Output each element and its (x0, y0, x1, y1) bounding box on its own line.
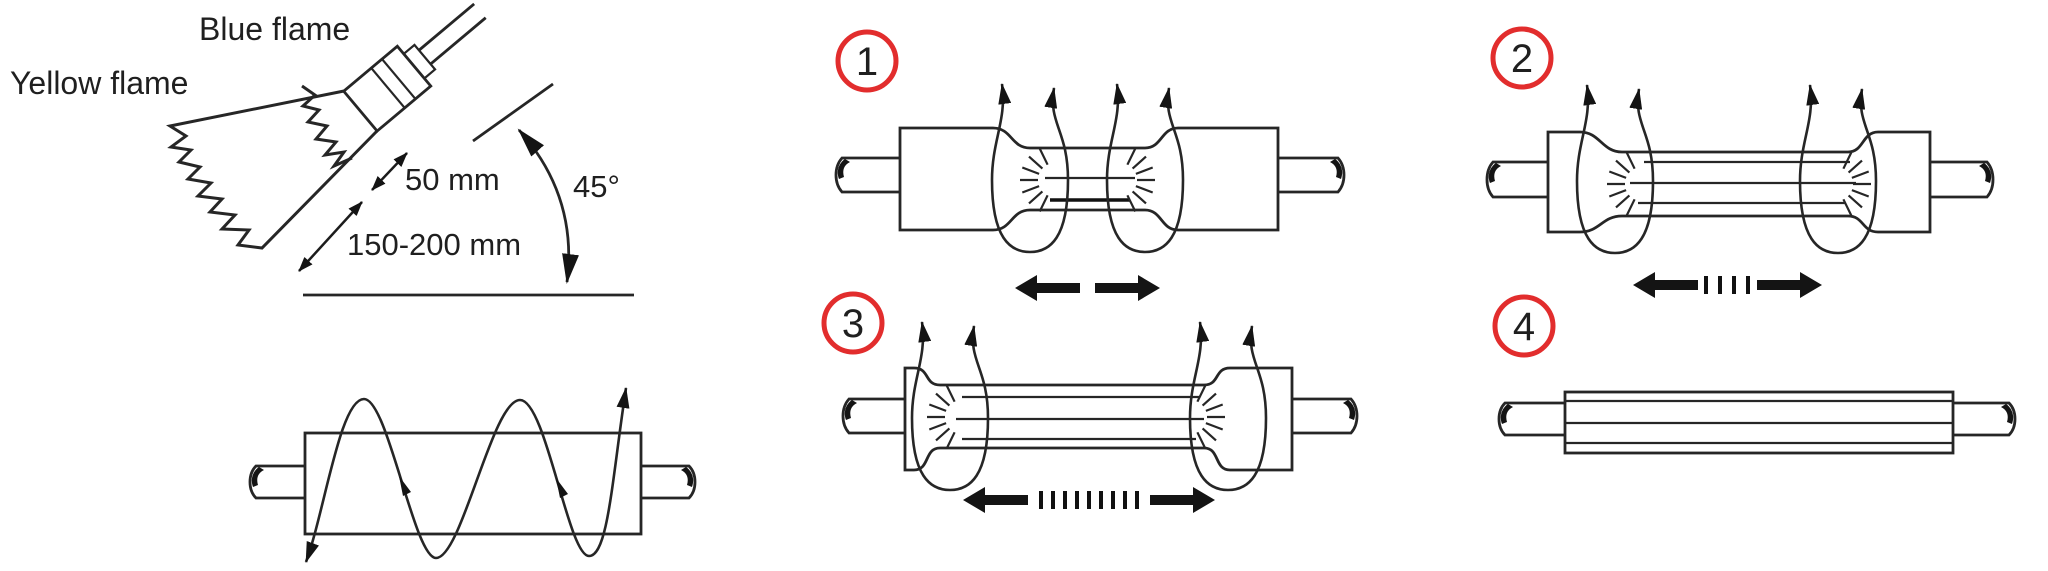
cable-right-end-tip (681, 467, 694, 487)
cable-right (641, 464, 697, 500)
step-1-marker-circle (835, 29, 899, 93)
step-3-panel: 3 (821, 291, 1359, 513)
cable-left (1485, 160, 1548, 199)
step-2-panel: 2 (1485, 26, 1995, 298)
cable-left-end-tip (837, 159, 850, 179)
cable-left (1497, 401, 1565, 437)
step-3-marker-circle (821, 291, 885, 355)
spiral-direction-arrowhead-1 (399, 476, 411, 496)
move-left-arrow-icon (1015, 275, 1080, 301)
cable-left-end-tip (251, 467, 264, 487)
cable-right-end-tip (1330, 159, 1343, 179)
torch-angle-label: 45° (573, 169, 620, 204)
angle-reference-line (472, 82, 554, 143)
spiral-motion-arrow (304, 387, 630, 563)
shrink-hatch-left (1018, 147, 1049, 213)
sleeve-outline (903, 366, 1294, 472)
move-right-arrow-icon (1095, 275, 1160, 301)
rotate-arrow-icon (1190, 322, 1266, 490)
step-2-number: 2 (1511, 37, 1533, 81)
cable-left-end-tip (1488, 163, 1501, 183)
cable-right-end-tip (1343, 400, 1356, 420)
spiral-heating-diagram (248, 387, 697, 563)
cable-left (834, 156, 900, 194)
blue-flame-outline (299, 84, 353, 170)
motion-dashes (1704, 276, 1750, 294)
cable-left (841, 397, 905, 435)
move-right-arrow-icon (1757, 272, 1822, 298)
sleeve-outline (898, 126, 1280, 232)
step-1-number: 1 (856, 40, 878, 84)
sleeve-outline (1546, 130, 1932, 234)
cable-right-end-tip (2001, 404, 2014, 424)
cable-right (1278, 156, 1346, 194)
shrink-hatch-right (1126, 147, 1157, 213)
cable-right (1930, 160, 1995, 199)
flame-tip-distance-label: 50 mm (405, 162, 500, 197)
move-left-arrow-icon (1633, 272, 1698, 298)
blue-flame-label: Blue flame (199, 11, 350, 47)
step-4-number: 4 (1513, 305, 1535, 349)
step-4-marker-circle (1492, 294, 1556, 358)
cable-right (1292, 397, 1359, 435)
motion-dashes (1039, 491, 1139, 509)
cable-left-end-tip (844, 400, 857, 420)
rotate-arrow-icon (1800, 85, 1876, 253)
step-4-panel: 4 (1492, 294, 2017, 455)
spiral-direction-arrowhead-2 (556, 478, 568, 498)
cable-right-end-tip (1979, 163, 1992, 183)
move-right-arrow-icon (1150, 487, 1215, 513)
unshrunk-sleeve (303, 431, 643, 536)
working-distance-arrow (298, 201, 363, 272)
yellow-flame-outline (166, 89, 379, 250)
torch-nozzle (341, 2, 487, 134)
shrink-hatch-right (1196, 384, 1227, 450)
working-distance-label: 150-200 mm (347, 227, 521, 262)
angle-arc-arrow (517, 128, 579, 284)
cable-left (248, 464, 305, 500)
cable-right (1953, 401, 2017, 437)
rotate-arrow-icon (1107, 84, 1183, 252)
move-left-arrow-icon (963, 487, 1028, 513)
yellow-flame-label: Yellow flame (10, 65, 188, 101)
shrink-hatch-left (925, 384, 956, 450)
torch-flame-detail: Blue flame Yellow flame 50 mm 150-200 mm… (10, 2, 634, 297)
step-2-marker-circle (1490, 26, 1554, 90)
flame-tip-distance-arrow (371, 152, 408, 191)
step-1-panel: 1 (834, 29, 1346, 301)
rotate-arrow-icon (1577, 85, 1653, 253)
step-3-number: 3 (842, 302, 864, 346)
cable-left-end-tip (1500, 404, 1513, 424)
